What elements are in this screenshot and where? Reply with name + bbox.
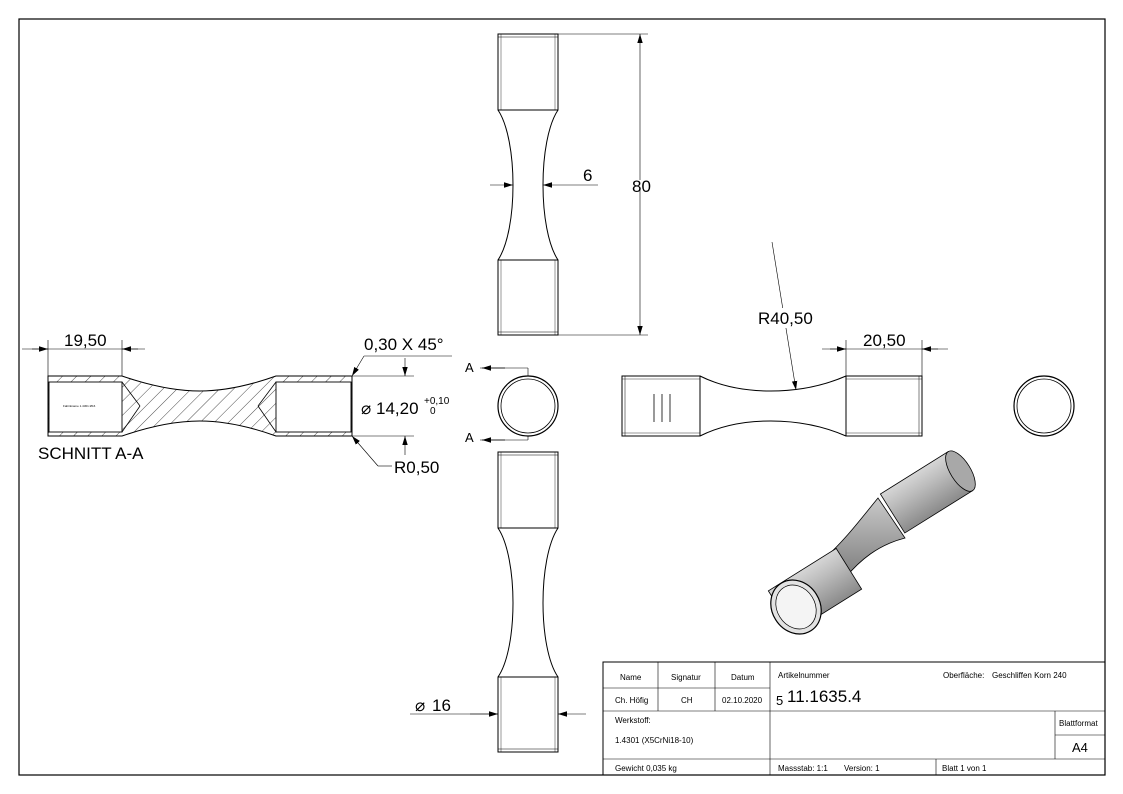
dim-right-length: 20,50: [863, 331, 906, 350]
tb-gewicht: Gewicht 0,035 kg: [615, 764, 677, 773]
side-view: R40,50 20,50: [621, 241, 948, 437]
tb-werkstoff-value: 1.4301 (X5CrNi18-10): [615, 736, 694, 745]
tb-blattformat-label: Blattformat: [1059, 719, 1098, 728]
tb-name-value: Ch. Höfig: [615, 696, 648, 705]
title-block-text: Name Signatur Datum Ch. Höfig CH 02.10.2…: [615, 671, 1098, 773]
diameter-symbol-b: ⌀: [415, 696, 425, 715]
isometric-view: [767, 450, 976, 635]
dim-chamfer: 0,30 X 45°: [364, 335, 444, 354]
section-letter-top: A: [465, 360, 474, 375]
tb-werkstoff-label: Werkstoff:: [615, 716, 651, 725]
right-bore: [275, 381, 352, 433]
top-view: 6 80: [490, 33, 651, 336]
end-view-right: [1013, 375, 1075, 437]
diameter-symbol-a: ⌀: [361, 399, 371, 418]
section-letter-bottom: A: [465, 430, 474, 445]
tb-oberflaeche-value: Geschliffen Korn 240: [992, 671, 1067, 680]
tb-blatt: Blatt 1 von 1: [942, 764, 987, 773]
tb-artikel-label: Artikelnummer: [778, 671, 830, 680]
section-view-a-a: Fabrikname 1.4301 Ø16 SCHNITT A-A 19,50 …: [22, 331, 452, 477]
end-view-center: A A: [465, 360, 559, 445]
section-label: SCHNITT A-A: [38, 444, 144, 463]
tb-oberflaeche-label: Oberfläche:: [943, 671, 984, 680]
tb-datum-header: Datum: [731, 673, 755, 682]
dim-diameter: 14,20: [376, 399, 419, 418]
tb-version: Version: 1: [844, 764, 880, 773]
engraving-mark: Fabrikname 1.4301 Ø16: [62, 403, 96, 408]
dim-bottom-diameter: 16: [432, 696, 451, 715]
bottom-view: ⌀ 16: [410, 451, 586, 753]
tb-blattformat-value: A4: [1072, 740, 1088, 755]
tb-signatur-value: CH: [681, 696, 693, 705]
tb-name-header: Name: [620, 673, 642, 682]
tb-signatur-header: Signatur: [671, 673, 701, 682]
dim-top-waist: 6: [583, 166, 592, 185]
tb-artikel-value: 11.1635.4: [787, 687, 861, 706]
tol-upper: +0,10: [424, 396, 450, 407]
tb-artikel-prefix: 5: [776, 693, 783, 708]
dim-radius-small: R0,50: [394, 458, 439, 477]
title-block: [602, 661, 1106, 776]
dim-top-length: 80: [632, 177, 651, 196]
sheet-border: [18, 18, 1106, 776]
dim-left-length: 19,50: [64, 331, 107, 350]
tb-datum-value: 02.10.2020: [722, 696, 763, 705]
dim-radius-large: R40,50: [758, 309, 813, 328]
tb-massstab: Massstab: 1:1: [778, 764, 828, 773]
engraving-text: Fabrikname 1.4301 Ø16: [63, 404, 96, 408]
tol-lower: 0: [430, 406, 436, 417]
